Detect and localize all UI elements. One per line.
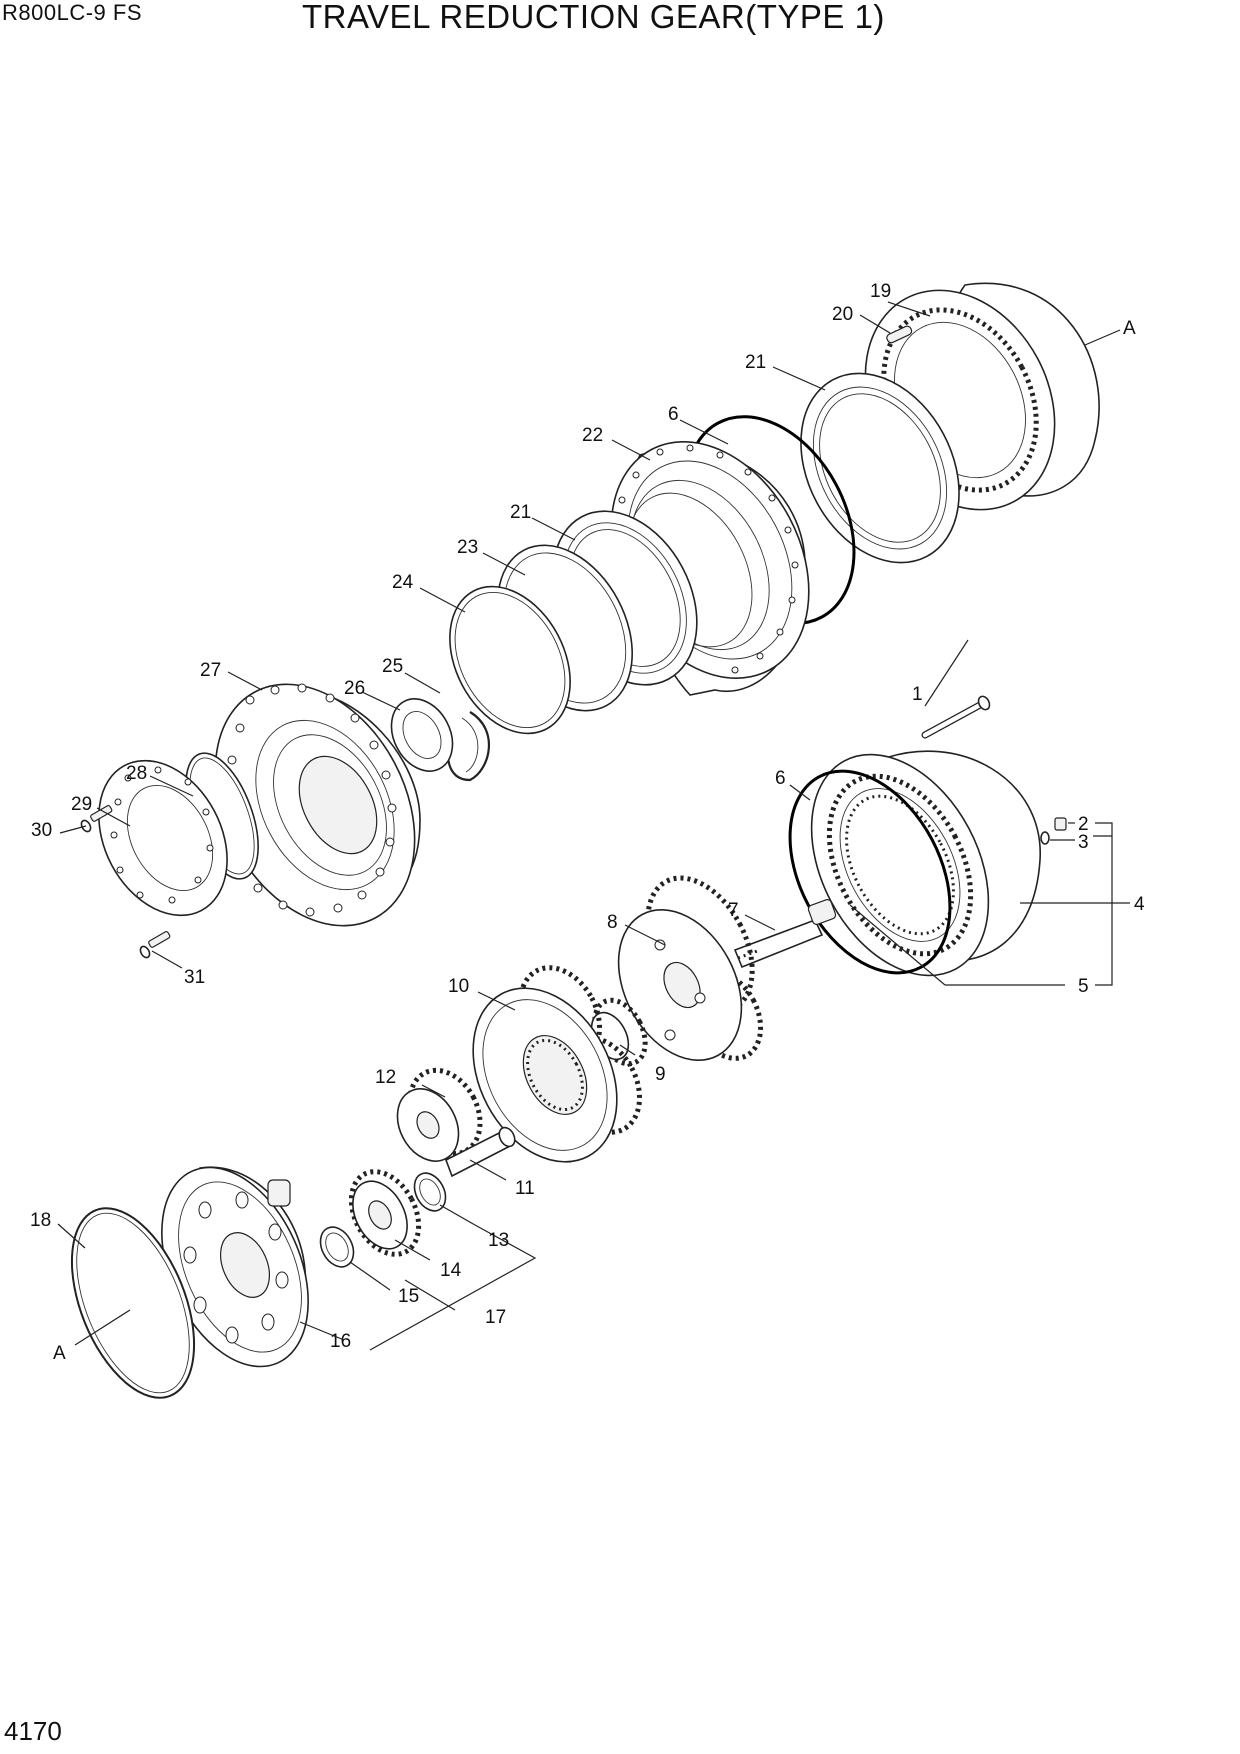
callout-9: 9 [655,1064,666,1085]
callout-26: 26 [344,678,365,699]
callout-5: 5 [1078,976,1089,997]
part-1-bolt[interactable] [921,694,992,739]
part-13-thrust-washer[interactable] [408,1168,452,1216]
part-11-pin[interactable] [444,1125,518,1178]
part-26-spacer[interactable] [379,688,464,781]
callout-1: 1 [912,684,923,705]
part-25-snap-ring[interactable] [447,711,490,782]
page-number: 4170 [4,1716,62,1746]
part-2-plug[interactable] [1054,817,1067,831]
callout-16: 16 [330,1331,351,1352]
callout-27: 27 [200,660,221,681]
part-12-planet-gear[interactable] [385,1058,493,1172]
part-16-cover[interactable] [133,1145,337,1390]
callout-24: 24 [392,572,414,593]
part-20-pin[interactable] [886,325,913,344]
part-24-seal-ring[interactable] [426,566,595,754]
callout-15: 15 [398,1286,419,1307]
callout-17: 17 [485,1307,506,1328]
callout-25: 25 [382,656,403,677]
callout-21-upper: 21 [745,352,766,373]
callout-18: 18 [30,1210,51,1231]
part-14-planet-gear[interactable] [338,1160,432,1266]
callout-4: 4 [1134,894,1145,915]
part-7-shaft[interactable] [733,898,837,969]
callout-12: 12 [375,1067,396,1088]
callout-13: 13 [488,1230,509,1251]
part-18-o-ring[interactable] [47,1191,218,1415]
leader-lines [57,301,1130,1351]
part-10-carrier[interactable] [444,954,655,1187]
reference-a-lower: A [53,1343,66,1364]
part-4-housing[interactable] [776,724,1041,1006]
callout-22: 22 [582,425,603,446]
part-27-spindle[interactable] [175,650,454,961]
callout-19: 19 [870,281,891,302]
callout-29: 29 [71,794,92,815]
part-3-o-ring-small[interactable] [1040,831,1050,845]
callout-6-lower: 6 [775,768,786,789]
callout-30: 30 [31,820,52,841]
callout-20: 20 [832,304,853,325]
callout-23: 23 [457,537,478,558]
reference-a-upper: A [1123,318,1136,339]
part-29-cover-plate[interactable] [73,738,252,937]
callout-8: 8 [607,912,618,933]
callout-31: 31 [184,967,205,988]
part-8-carrier[interactable] [594,860,775,1081]
page-title: TRAVEL REDUCTION GEAR(TYPE 1) [302,0,885,35]
callout-6-upper: 6 [668,404,679,425]
callout-2: 2 [1078,814,1089,835]
part-31-bolt[interactable] [139,931,171,959]
model-code: R800LC-9 FS [2,0,143,25]
callout-21-lower: 21 [510,502,531,523]
callout-10: 10 [448,976,469,997]
callout-7: 7 [728,900,739,921]
callout-28: 28 [126,763,147,784]
callout-labels: 1 2 3 4 5 6 6 7 8 9 10 11 12 13 14 15 16… [30,281,1145,1364]
callout-3: 3 [1078,832,1089,853]
part-21-bearing-upper[interactable] [769,346,990,590]
part-15-thrust-washer[interactable] [314,1221,360,1272]
callout-11: 11 [515,1178,535,1199]
callout-14: 14 [440,1260,462,1281]
part-6-o-ring-lower[interactable] [757,744,982,1000]
